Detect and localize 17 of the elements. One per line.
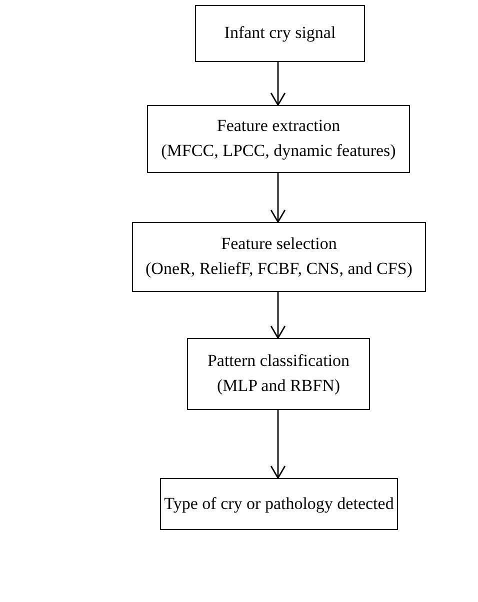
box-heading: Feature selection xyxy=(221,233,337,256)
box-heading: Pattern classification xyxy=(207,350,350,372)
arrow xyxy=(270,62,286,106)
box-text: (MFCC, LPCC, dynamic features) xyxy=(161,140,396,162)
process-box xyxy=(132,222,426,292)
box-text: (MLP and RBFN) xyxy=(216,375,340,397)
arrow xyxy=(270,410,286,479)
box-text: (OneR, ReliefF, FCBF, CNS, and CFS) xyxy=(146,258,412,280)
process-box xyxy=(160,478,398,530)
process-box xyxy=(147,105,410,173)
arrow xyxy=(270,292,286,339)
box-text: Infant cry signal xyxy=(224,22,336,44)
process-box xyxy=(195,5,365,62)
box-text: Type of cry or pathology detected xyxy=(164,492,394,515)
box-heading: Feature extraction xyxy=(216,115,340,138)
process-box xyxy=(187,338,370,410)
arrow xyxy=(270,173,286,223)
